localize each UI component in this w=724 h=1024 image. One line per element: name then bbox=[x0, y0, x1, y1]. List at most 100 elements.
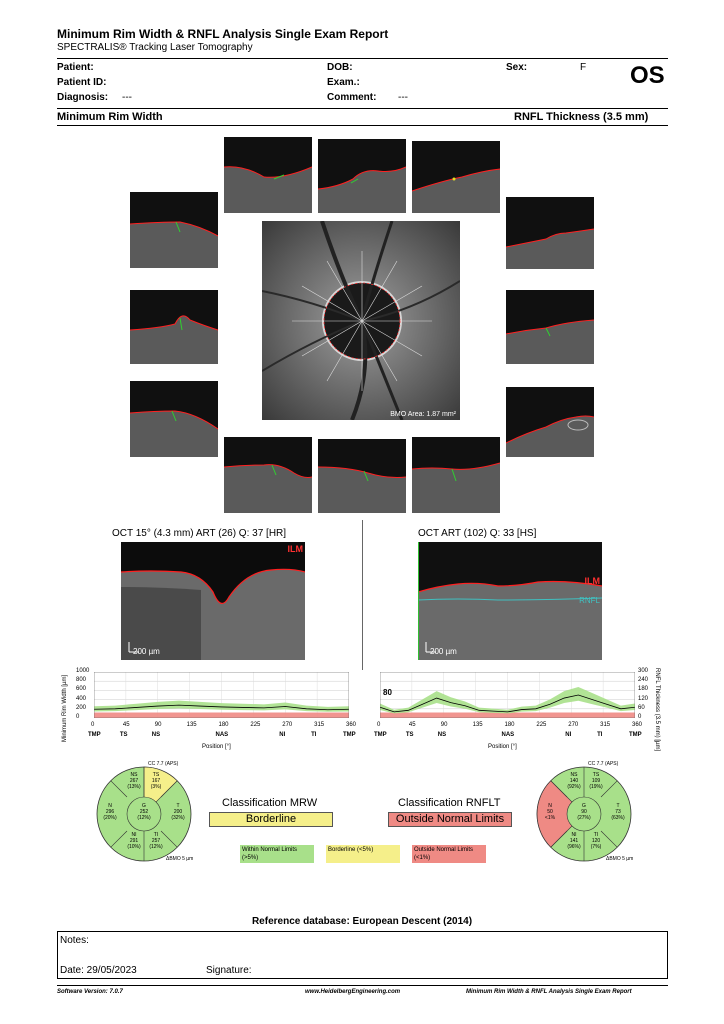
oct-thumb-3 bbox=[412, 141, 500, 213]
software-version: Software Version: 7.0.7 bbox=[57, 989, 123, 995]
rnflt-classification-value: Outside Normal Limits bbox=[388, 812, 512, 827]
legend-borderline: Borderline (<5%) bbox=[326, 845, 400, 863]
rnfl-sector-diagram bbox=[536, 766, 632, 862]
rnfl-ylabel: RNFL Thickness (3.5 mm) [µm] bbox=[654, 668, 660, 752]
y-tick-label: 120 bbox=[638, 695, 649, 702]
normal-band bbox=[380, 686, 635, 714]
rnfl-delta: ΔBMO 5 µm bbox=[606, 856, 634, 862]
bmo-area: BMO Area: 1.87 mm² bbox=[390, 411, 456, 418]
normal-band bbox=[94, 700, 349, 712]
x-tick-label: 225 bbox=[536, 722, 547, 728]
x-tick-label: 0 bbox=[377, 722, 381, 728]
y-tick-label: 400 bbox=[76, 695, 87, 702]
oct-thumb-10 bbox=[224, 437, 312, 513]
y-tick-label: 600 bbox=[76, 686, 87, 693]
sector-label: TI bbox=[311, 732, 317, 738]
sector-label: TMP bbox=[374, 732, 387, 738]
dob-label: DOB: bbox=[327, 62, 353, 73]
oct-thumb-5 bbox=[506, 197, 594, 269]
sector-label: TS bbox=[405, 732, 414, 738]
sector-label: NS bbox=[437, 732, 447, 738]
oct-thumb-9 bbox=[506, 387, 594, 457]
oct-thumb-11 bbox=[318, 439, 406, 513]
x-tick-label: 225 bbox=[250, 722, 261, 728]
rnfl-label-right: RNFL bbox=[579, 596, 600, 605]
sector-label: NI bbox=[565, 732, 572, 738]
y-tick-label: 180 bbox=[638, 686, 649, 693]
x-tick-label: 135 bbox=[186, 722, 197, 728]
mrw-cc: CC 7.7 (APS) bbox=[148, 761, 179, 767]
report-subtitle: SPECTRALIS® Tracking Laser Tomography bbox=[57, 42, 253, 53]
series-line bbox=[94, 704, 349, 711]
sector-label: NI bbox=[279, 732, 286, 738]
legend-outside: Outside Normal Limits (<1%) bbox=[412, 845, 486, 863]
oct-thumb-12 bbox=[412, 437, 500, 513]
rnfl-cc: CC 7.7 (APS) bbox=[588, 761, 619, 767]
mrw-xlabel: Position [°] bbox=[202, 744, 231, 750]
x-tick-label: 315 bbox=[314, 722, 325, 728]
y-tick-label: 300 bbox=[638, 668, 649, 674]
sex-value: F bbox=[580, 62, 587, 73]
y-tick-label: 800 bbox=[76, 677, 87, 684]
x-tick-label: 45 bbox=[408, 722, 416, 728]
x-tick-label: 270 bbox=[568, 722, 579, 728]
notes-label: Notes: bbox=[60, 935, 89, 946]
oct-thumb-7 bbox=[506, 290, 594, 364]
patient-label: Patient: bbox=[57, 62, 94, 73]
mrw-sector-diagram bbox=[96, 766, 192, 862]
oct-thumb-1 bbox=[224, 137, 312, 213]
mrw-section-title: Minimum Rim Width bbox=[57, 111, 163, 123]
left-scan-title: OCT 15° (4.3 mm) ART (26) Q: 37 [HR] bbox=[112, 528, 287, 539]
legend-within: Within Normal Limits (>5%) bbox=[240, 845, 314, 863]
sector-label: NAS bbox=[215, 732, 229, 738]
reference-database: Reference database: European Descent (20… bbox=[251, 916, 473, 927]
mrw-classification-title: Classification MRW bbox=[222, 797, 318, 809]
series-line bbox=[380, 694, 635, 713]
y-tick-label: 1000 bbox=[76, 668, 90, 674]
rnfl-xlabel: Position [°] bbox=[488, 744, 517, 750]
sector-label: NS bbox=[151, 732, 161, 738]
footer-url[interactable]: www.HeidelbergEngineering.com bbox=[305, 989, 401, 995]
y-tick-label: 60 bbox=[638, 704, 645, 711]
x-tick-label: 360 bbox=[632, 722, 643, 728]
x-tick-label: 90 bbox=[154, 722, 162, 728]
comment-label: Comment: bbox=[327, 92, 377, 103]
oct-thumb-4 bbox=[130, 192, 218, 268]
scale-left: 200 µm bbox=[133, 647, 160, 656]
sector-label: TI bbox=[597, 732, 603, 738]
x-tick-label: 315 bbox=[600, 722, 611, 728]
x-tick-label: 45 bbox=[122, 722, 130, 728]
x-tick-label: 360 bbox=[346, 722, 357, 728]
sector-label: NAS bbox=[501, 732, 515, 738]
y-tick-label: 240 bbox=[638, 677, 649, 684]
y-tick-label: 0 bbox=[76, 714, 80, 720]
oct-thumb-8 bbox=[130, 381, 218, 457]
sector-label: TMP bbox=[343, 732, 356, 738]
y-tick-label: 0 bbox=[638, 714, 642, 720]
date-label: Date: 29/05/2023 bbox=[60, 965, 137, 976]
rnflt-classification-title: Classification RNFLT bbox=[398, 797, 501, 809]
oct-thumb-2 bbox=[318, 139, 406, 213]
diagnosis-label: Diagnosis: bbox=[57, 92, 109, 103]
scale-right: 200 µm bbox=[430, 647, 457, 656]
x-tick-label: 90 bbox=[440, 722, 448, 728]
x-tick-label: 0 bbox=[91, 722, 95, 728]
outside-band bbox=[380, 712, 635, 718]
sector-label: TMP bbox=[629, 732, 642, 738]
exam-label: Exam.: bbox=[327, 77, 360, 88]
footer-report-name: Minimum Rim Width & RNFL Analysis Single… bbox=[466, 989, 632, 995]
oct-thumb-6 bbox=[130, 290, 218, 364]
notes-box bbox=[57, 931, 668, 979]
mrw-ylabel: Minimum Rim Width [µm] bbox=[62, 674, 68, 742]
mrw-bscan: ILM 200 µm bbox=[121, 542, 305, 660]
